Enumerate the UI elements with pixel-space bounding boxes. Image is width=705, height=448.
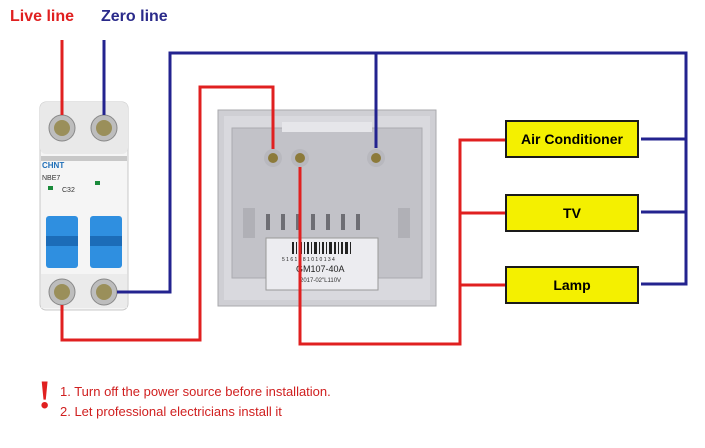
breaker-bottom-terminal-left xyxy=(48,278,76,306)
breaker-top-terminal-left xyxy=(48,114,76,142)
warning-note-2: 2. Let professional electricians install… xyxy=(60,404,282,419)
load-label: TV xyxy=(563,205,581,221)
switch-model: GM107-40A xyxy=(296,264,345,274)
load-tv: TV xyxy=(505,194,639,232)
load-label: Air Conditioner xyxy=(521,131,623,147)
switch-spec: 2017-02"L110V xyxy=(300,278,341,284)
warning-icon: ! xyxy=(38,372,52,417)
live-line-label: Live line xyxy=(10,8,75,25)
zero-line-output-wire xyxy=(117,51,688,294)
breaker-model: NBE7 xyxy=(42,175,60,182)
live-line-wires xyxy=(60,40,505,346)
circuit-breaker: CHNT NBE7 C32 xyxy=(39,101,129,311)
panel-terminal-1 xyxy=(264,149,282,167)
zero-line-label: Zero line xyxy=(101,8,168,25)
live-line-switch-output-wire xyxy=(298,138,505,346)
load-label: Lamp xyxy=(553,277,591,293)
zero-line-wires xyxy=(102,40,688,294)
live-line-output-wire xyxy=(60,85,275,342)
breaker-bottom-terminal-right xyxy=(90,278,118,306)
breaker-top-terminal-right xyxy=(90,114,118,142)
breaker-toggle-right[interactable] xyxy=(90,216,122,268)
load-air-conditioner: Air Conditioner xyxy=(505,120,639,158)
breaker-rating: C32 xyxy=(62,187,75,194)
breaker-brand: CHNT xyxy=(42,161,64,170)
load-lamp: Lamp xyxy=(505,266,639,304)
panel-terminal-3 xyxy=(367,149,385,167)
breaker-toggle-left[interactable] xyxy=(46,216,78,268)
switch-panel: 5 1 6 1 6 8 1 0 1 0 1 3 4 GM107-40A 2017… xyxy=(217,109,437,307)
barcode-digits: 5 1 6 1 6 8 1 0 1 0 1 3 4 xyxy=(282,257,335,263)
panel-terminal-2 xyxy=(291,149,309,167)
warning-note-1: 1. Turn off the power source before inst… xyxy=(60,384,331,399)
